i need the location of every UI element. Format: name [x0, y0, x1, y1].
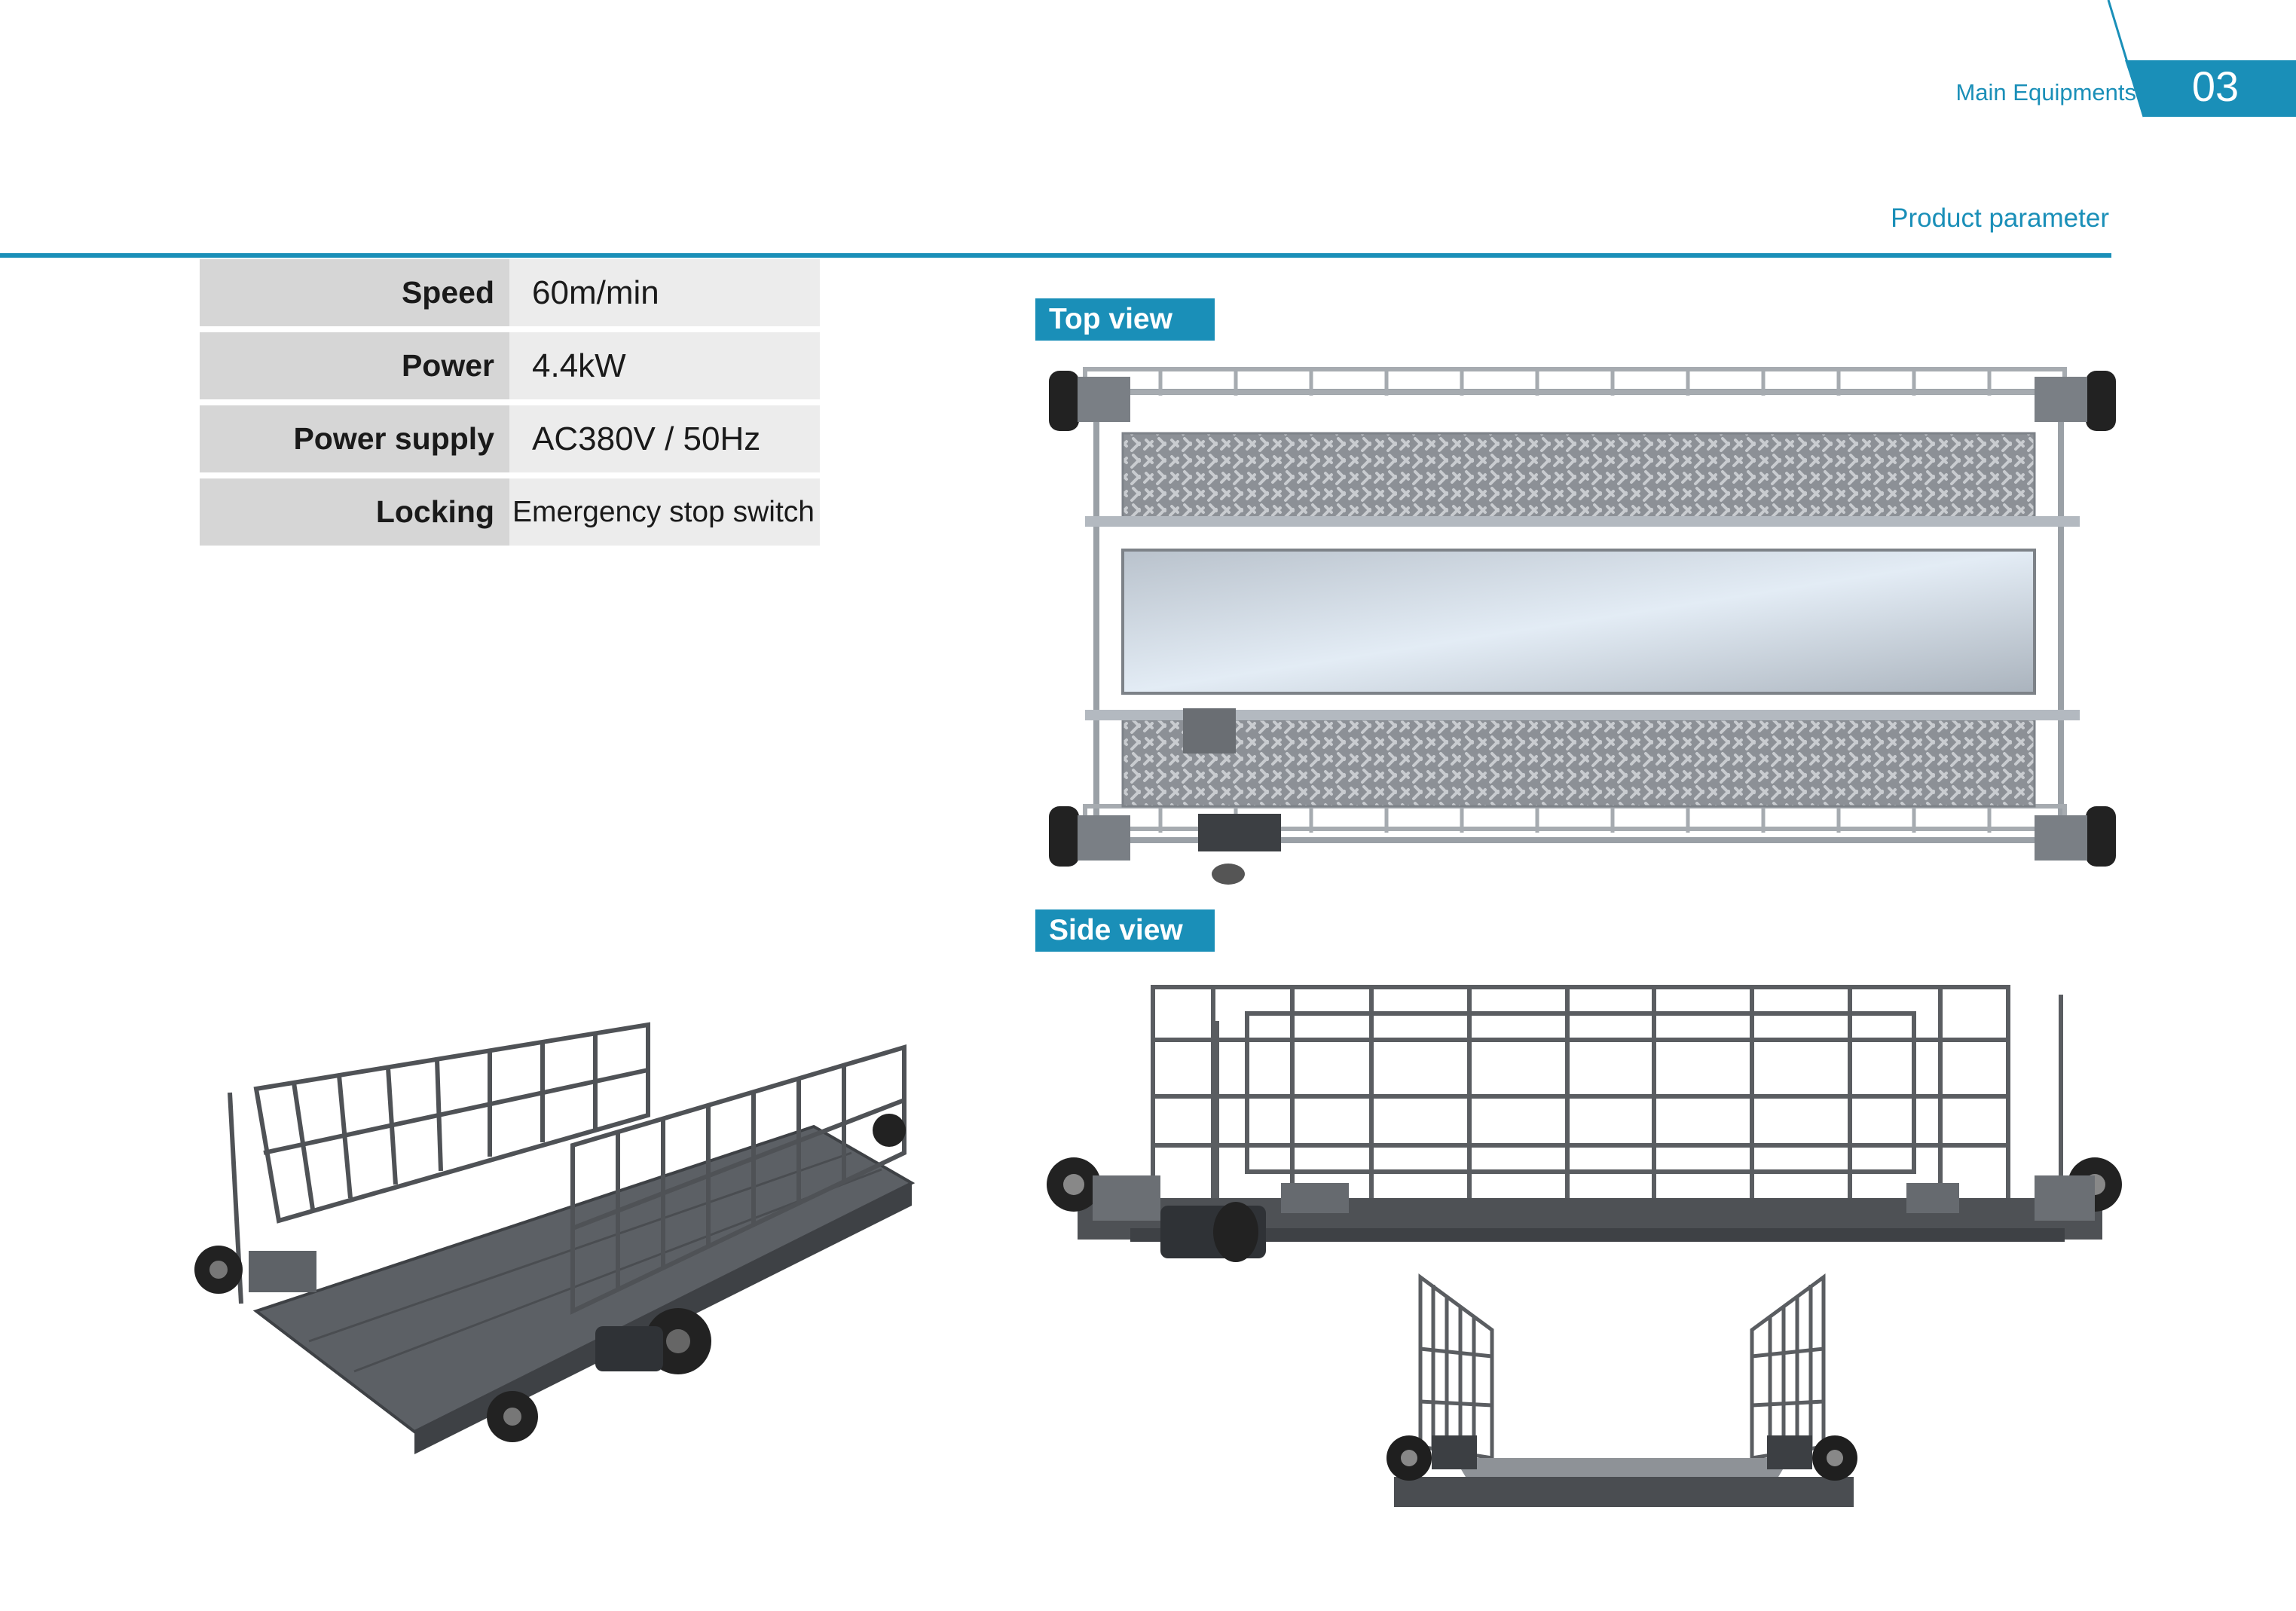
header-corner-graphic	[2107, 0, 2296, 118]
spec-value: Emergency stop switch	[509, 478, 820, 546]
subsection-label: Product parameter	[1891, 203, 2109, 233]
spec-label: Locking	[200, 478, 509, 546]
section-label: Main Equipments	[1955, 79, 2136, 105]
top-view-tag: Top view	[1035, 298, 1215, 341]
spec-value: AC380V / 50Hz	[509, 405, 820, 472]
spec-value: 4.4kW	[509, 332, 820, 399]
side-view-image	[1047, 985, 2122, 1262]
page-number: 03	[2191, 63, 2239, 110]
spec-value: 60m/min	[509, 259, 820, 326]
front-view-image	[1386, 1273, 1857, 1507]
spec-row-speed: Speed 60m/min	[200, 259, 820, 326]
top-view-image	[1049, 367, 2116, 885]
spec-row-locking: Locking Emergency stop switch	[200, 478, 820, 546]
spec-row-power-supply: Power supply AC380V / 50Hz	[200, 405, 820, 472]
side-view-tag: Side view	[1035, 909, 1215, 952]
header-divider	[0, 253, 2111, 258]
spec-row-power: Power 4.4kW	[200, 332, 820, 399]
perspective-view-image	[194, 1022, 916, 1454]
spec-label: Power supply	[200, 405, 509, 472]
spec-table: Speed 60m/min Power 4.4kW Power supply A…	[200, 259, 820, 552]
spec-label: Speed	[200, 259, 509, 326]
spec-label: Power	[200, 332, 509, 399]
